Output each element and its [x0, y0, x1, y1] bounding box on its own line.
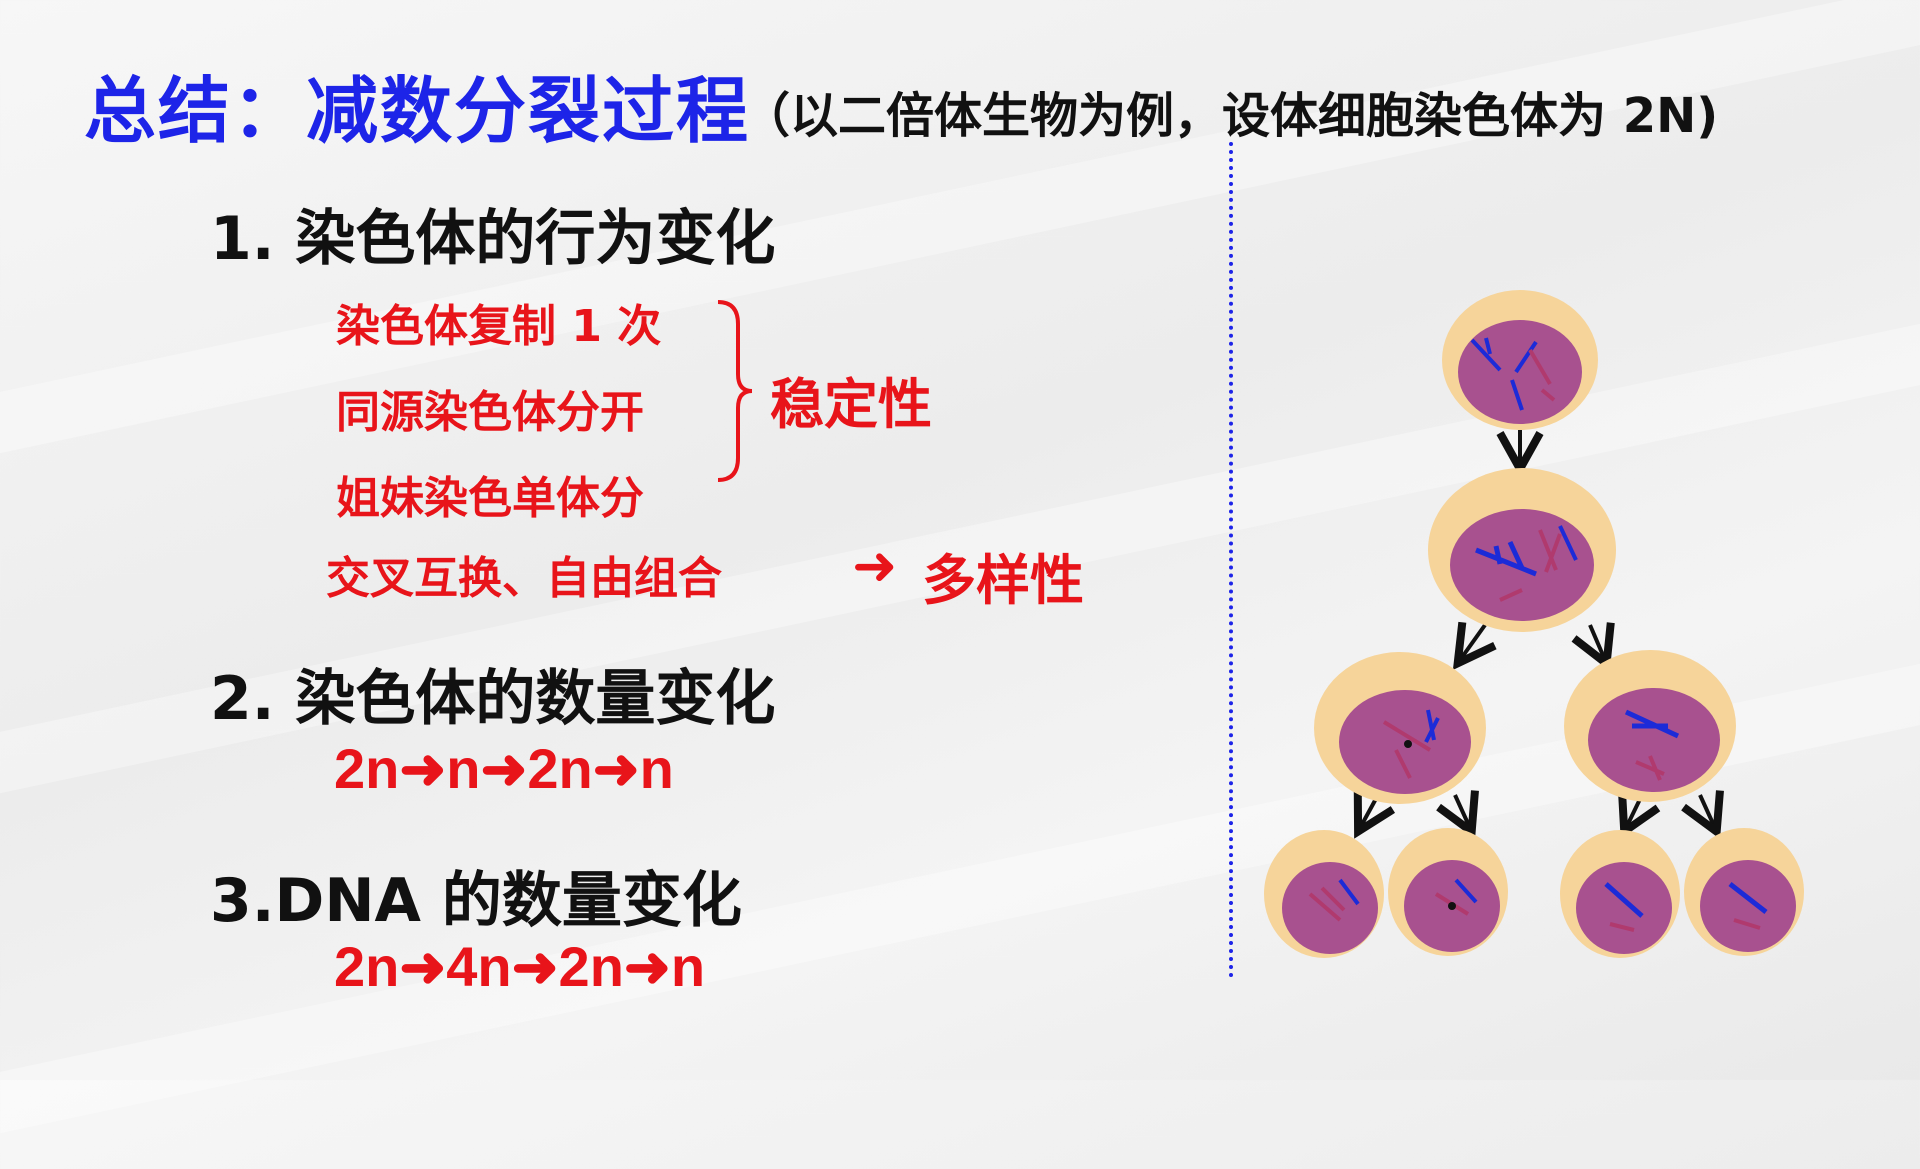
- diversity-label: 多样性: [922, 549, 1084, 612]
- dotted-divider: [1229, 142, 1233, 978]
- behavior-item-homolog-separation: 同源染色体分开: [336, 387, 644, 438]
- arrow-5: [1455, 795, 1470, 828]
- behavior-item-replication: 染色体复制 1 次: [336, 301, 662, 352]
- stability-label: 稳定性: [770, 373, 932, 436]
- cell-meiosis-2-right: [1564, 650, 1736, 802]
- section3-heading: 3.DNA 的数量变化: [210, 866, 742, 936]
- cell-meiosis-2-left: [1314, 652, 1486, 804]
- chromosome-count-formula: 2n➜n➜2n➜n: [334, 737, 674, 800]
- cell-gamete-2: [1388, 828, 1508, 956]
- behavior-item-crossover: 交叉互换、自由组合: [326, 553, 722, 604]
- section2-heading: 2. 染色体的数量变化: [210, 664, 776, 734]
- cell-gamete-3: [1560, 830, 1680, 958]
- arrow-3: [1590, 625, 1605, 660]
- section1-heading: 1. 染色体的行为变化: [210, 204, 776, 274]
- cell-parent: [1442, 290, 1598, 430]
- slide-subtitle: （以二倍体生物为例，设体细胞染色体为 2N): [742, 88, 1719, 144]
- meiosis-diagram: [1264, 290, 1804, 958]
- cell-gamete-1: [1264, 830, 1384, 958]
- cell-gamete-4: [1684, 828, 1804, 956]
- cell-meiosis-1: [1428, 468, 1616, 632]
- brace-icon: [717, 300, 753, 482]
- dna-count-formula: 2n➜4n➜2n➜n: [334, 935, 706, 998]
- arrow-2: [1460, 625, 1485, 660]
- arrow-7: [1700, 795, 1715, 828]
- behavior-item-sister-separation: 姐妹染色单体分: [336, 473, 644, 524]
- slide-title: 总结：减数分裂过程: [84, 69, 751, 153]
- arrow-icon: ➜: [852, 534, 898, 597]
